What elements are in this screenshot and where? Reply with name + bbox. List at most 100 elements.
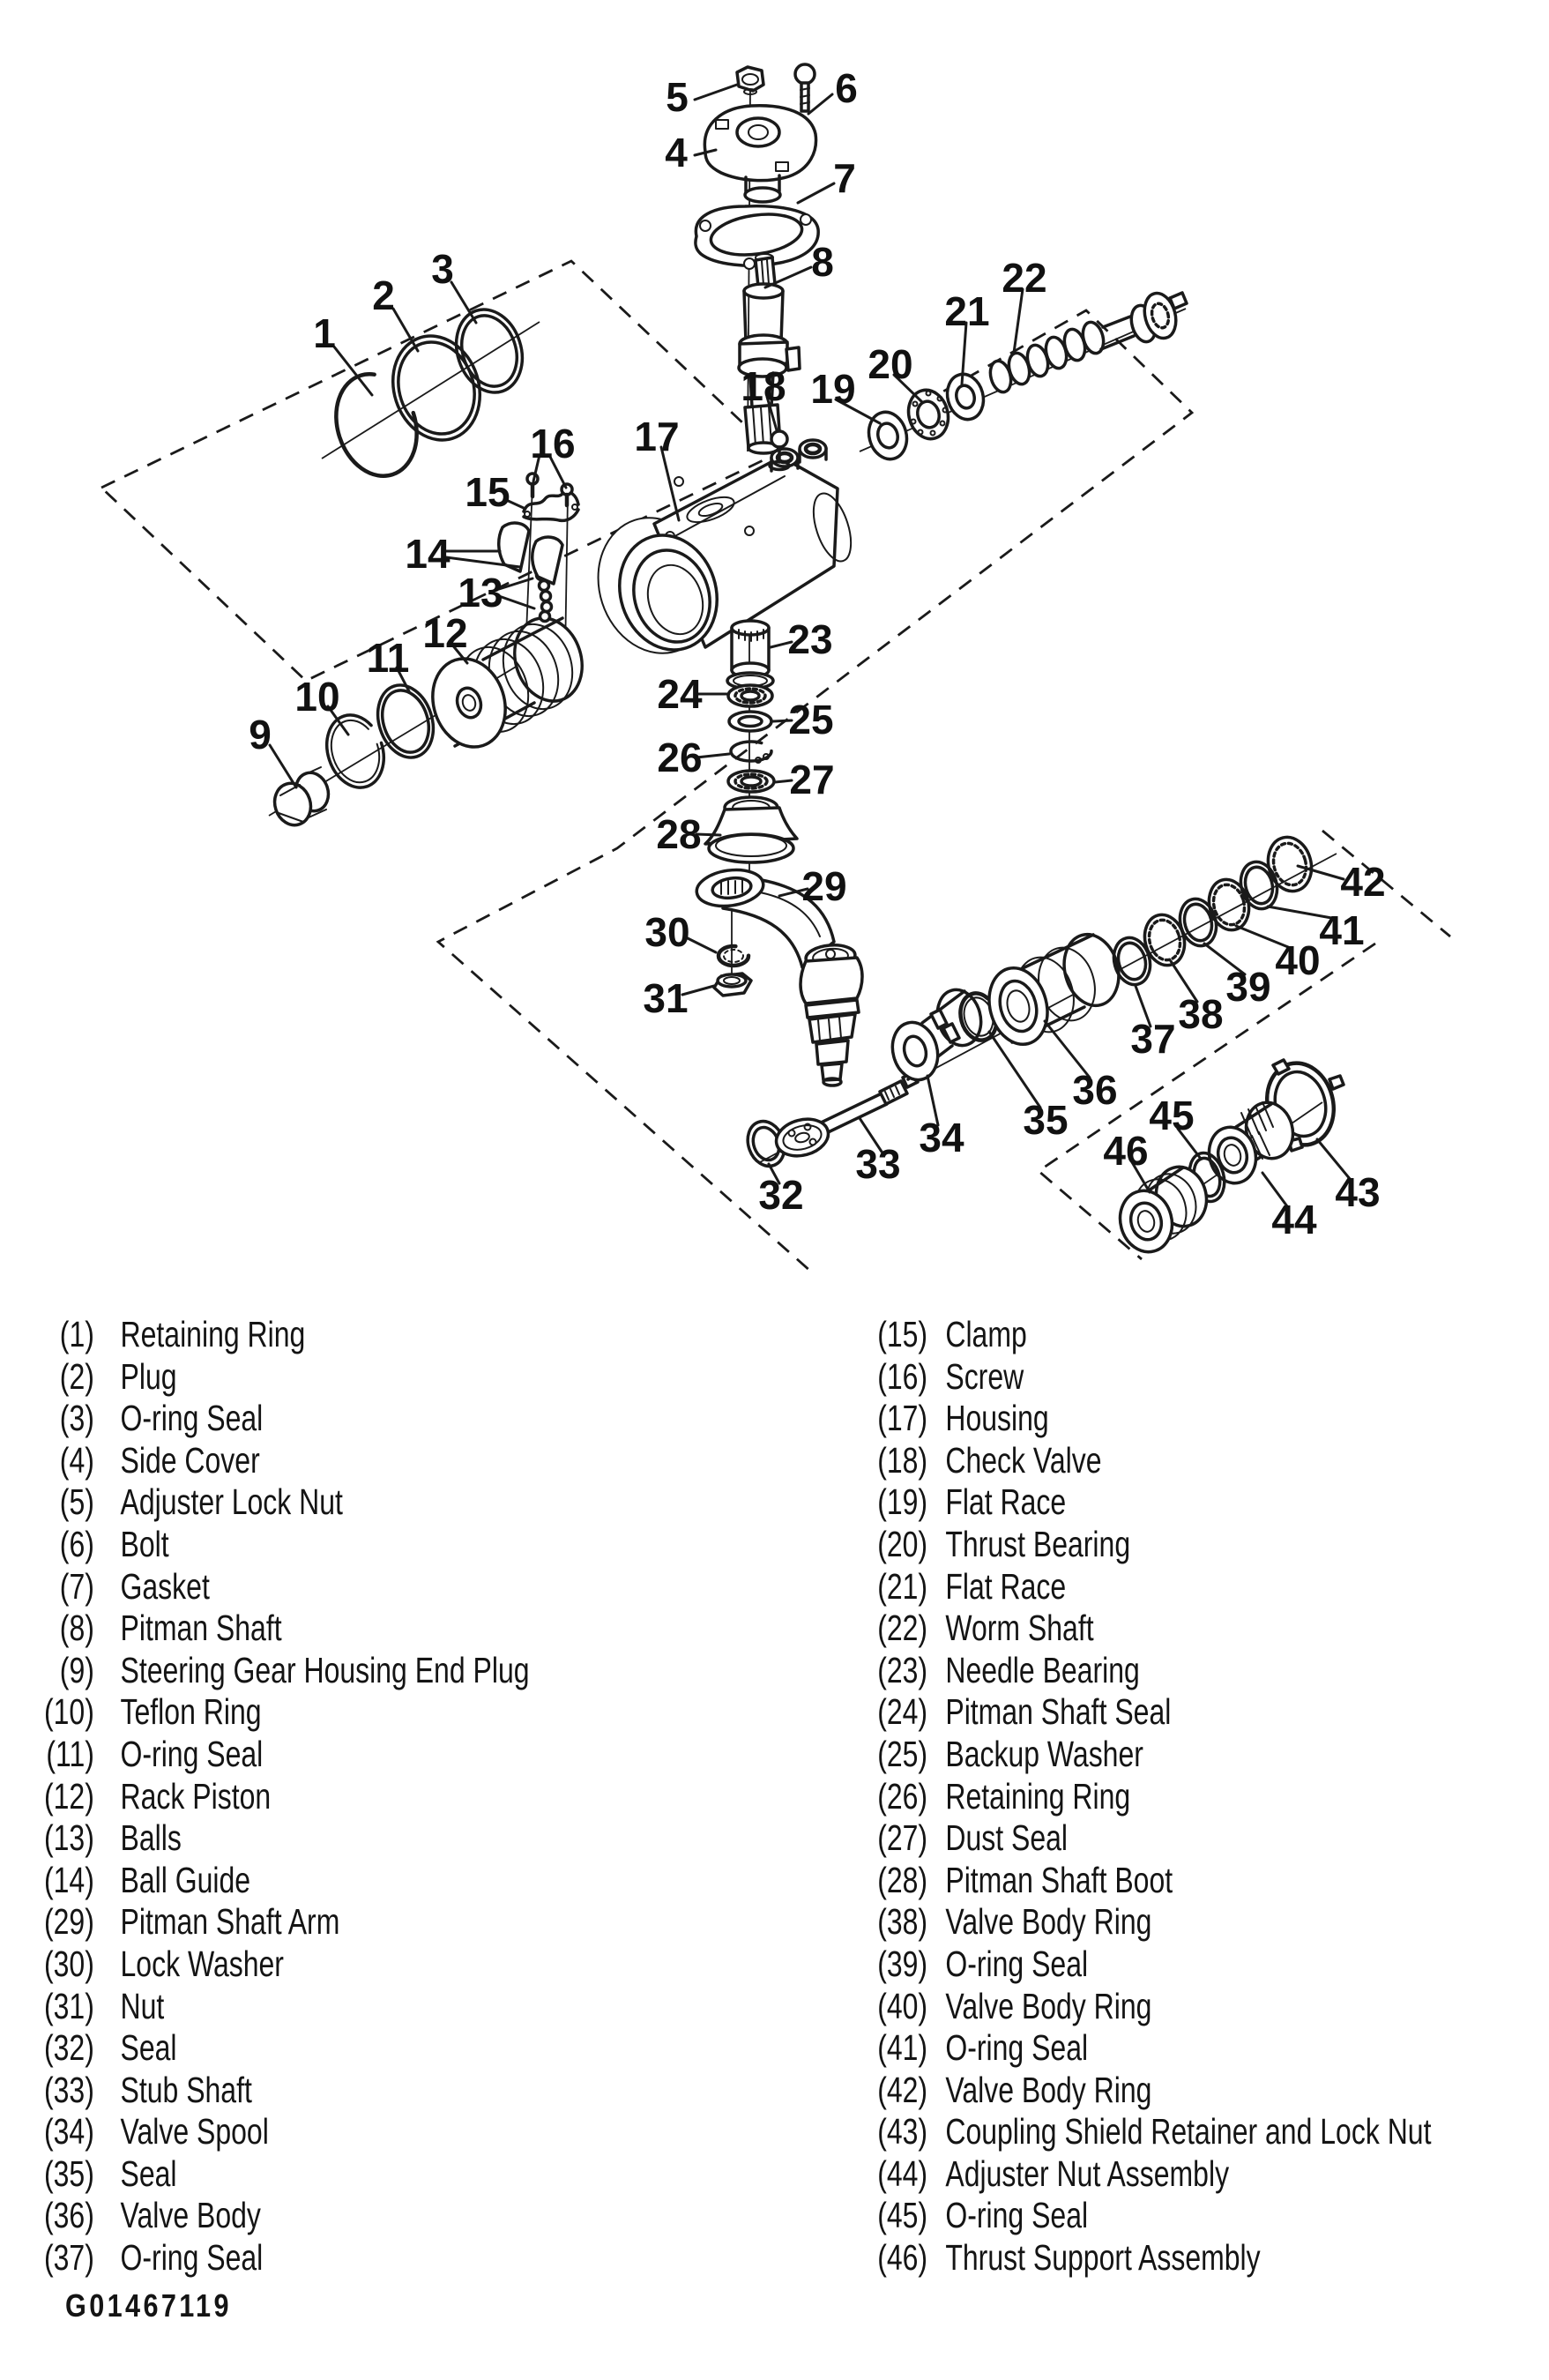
part-worm-shaft-22: [988, 291, 1188, 394]
callout-35: 35: [1023, 1097, 1068, 1143]
part-name: Clamp: [945, 1314, 1027, 1354]
callout-44: 44: [1271, 1197, 1317, 1242]
part-name: O-ring Seal: [945, 2195, 1089, 2236]
part-name: O-ring Seal: [945, 1943, 1089, 1984]
exploded-view-diagram: 1234567891011121314151617181920212223242…: [99, 63, 1451, 1273]
parts-list-item: (2)Plug: [28, 1356, 530, 1399]
parts-list-item: (30)Lock Washer: [28, 1944, 530, 1986]
part-pitman-shaft-boot-28: [704, 795, 799, 864]
part-name: Flat Race: [945, 1481, 1067, 1523]
part-retaining-ring-26: [729, 740, 773, 764]
part-teflon-ring-10: [325, 713, 385, 789]
callout-41: 41: [1319, 907, 1364, 953]
part-needle-bearing-23: [726, 619, 775, 690]
part-name: Pitman Shaft Seal: [945, 1691, 1172, 1733]
part-name: Teflon Ring: [120, 1691, 262, 1733]
part-number: (16): [877, 1355, 928, 1397]
parts-list-item: (26) Retaining Ring: [868, 1776, 1431, 1818]
parts-list-item: (5)Adjuster Lock Nut: [28, 1481, 530, 1524]
part-number: (42): [877, 2069, 928, 2110]
parts-list-item: (8)Pitman Shaft: [28, 1608, 530, 1650]
part-name: Valve Body Ring: [945, 1901, 1152, 1943]
parts-list-item: (3)O-ring Seal: [28, 1398, 530, 1440]
callout-43: 43: [1335, 1169, 1380, 1215]
part-oring-seal-11: [376, 683, 436, 759]
part-pitman-shaft-8: [737, 253, 801, 455]
part-name: Dust Seal: [945, 1817, 1069, 1859]
part-check-valve-18: [768, 429, 791, 472]
part-name: Lock Washer: [120, 1943, 284, 1984]
part-name: Pitman Shaft Arm: [120, 1901, 340, 1943]
part-name: Valve Spool: [120, 2111, 269, 2152]
part-number: (39): [877, 1943, 928, 1984]
callout-28: 28: [656, 811, 701, 857]
part-name: Stub Shaft: [120, 2069, 252, 2110]
part-number: (7): [59, 1565, 94, 1607]
part-name: Worm Shaft: [945, 1608, 1094, 1649]
part-stub-shaft-33: [774, 1071, 921, 1158]
callout-39: 39: [1225, 964, 1270, 1010]
part-number: (13): [44, 1817, 94, 1859]
callout-10: 10: [294, 674, 339, 720]
callout-29: 29: [801, 863, 846, 909]
figure-id: G01467119: [65, 2287, 232, 2324]
parts-list-item: (38)Valve Body Ring: [868, 1901, 1431, 1944]
callout-38: 38: [1178, 991, 1223, 1037]
callout-34: 34: [919, 1115, 964, 1160]
part-name: Adjuster Nut Assembly: [945, 2152, 1230, 2194]
part-number: (24): [877, 1691, 928, 1733]
parts-list-item: (33)Stub Shaft: [28, 2070, 530, 2112]
parts-list-item: (40)Valve Body Ring: [868, 1986, 1431, 2028]
part-name: Thrust Bearing: [945, 1523, 1131, 1564]
parts-list-item: (14)Ball Guide: [28, 1860, 530, 1902]
part-number: (12): [44, 1775, 94, 1817]
part-number: (17): [877, 1398, 928, 1439]
callout-37: 37: [1130, 1016, 1175, 1062]
part-name: Valve Body: [120, 2195, 261, 2236]
parts-list-item: (11)O-ring Seal: [28, 1734, 530, 1776]
part-name: Side Cover: [120, 1439, 260, 1481]
callout-8: 8: [811, 239, 834, 285]
callout-21: 21: [944, 288, 989, 334]
callout-40: 40: [1275, 937, 1320, 983]
callout-31: 31: [643, 975, 688, 1021]
parts-list-item: (45)O-ring Seal: [868, 2195, 1431, 2237]
part-name: O-ring Seal: [120, 1398, 264, 1439]
callout-18: 18: [741, 363, 786, 409]
parts-list-left-column: (1)Retaining Ring(2)Plug(3)O-ring Seal(4…: [28, 1314, 671, 2279]
part-number: (31): [44, 1985, 94, 2026]
part-name: Valve Body Ring: [945, 1985, 1152, 2026]
callout-3: 3: [431, 246, 454, 292]
part-nut-31: [712, 972, 753, 997]
part-name: Thrust Support Assembly: [945, 2237, 1261, 2279]
part-name: Retaining Ring: [945, 1775, 1131, 1817]
callout-15: 15: [465, 469, 510, 515]
callout-45: 45: [1149, 1093, 1194, 1138]
part-number: (8): [59, 1608, 94, 1649]
part-number: (20): [877, 1523, 928, 1564]
part-number: (22): [877, 1608, 928, 1649]
callout-27: 27: [789, 757, 834, 802]
parts-list-item: (4) Side Cover: [28, 1440, 530, 1482]
parts-list-item: (43)Coupling Shield Retainer and Lock Nu…: [868, 2111, 1431, 2153]
part-number: (26): [877, 1775, 928, 1817]
part-clamp-15: [522, 490, 580, 523]
part-number: (5): [59, 1481, 94, 1523]
part-name: O-ring Seal: [120, 1733, 264, 1774]
callout-11: 11: [367, 635, 410, 681]
part-number: (4): [59, 1439, 94, 1481]
part-number: (37): [44, 2237, 94, 2279]
part-name: Flat Race: [945, 1565, 1067, 1607]
part-flat-race-21: [945, 372, 986, 422]
parts-list-item: (34)Valve Spool: [28, 2111, 530, 2153]
part-number: (44): [877, 2152, 928, 2194]
part-name: Retaining Ring: [120, 1314, 306, 1354]
part-adjuster-lock-nut-5: [735, 65, 765, 95]
part-name: Housing: [945, 1398, 1049, 1439]
part-name: Gasket: [120, 1565, 210, 1607]
part-side-cover-4: [703, 104, 818, 204]
part-number: (41): [877, 2027, 928, 2069]
part-name: Pitman Shaft Boot: [945, 1859, 1173, 1900]
part-bolt-6: [793, 63, 816, 113]
callout-46: 46: [1103, 1128, 1148, 1174]
